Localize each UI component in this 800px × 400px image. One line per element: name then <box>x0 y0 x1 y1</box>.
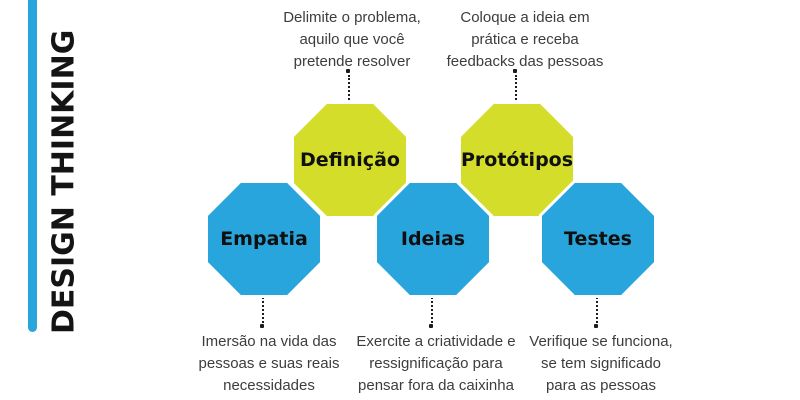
note-line: feedbacks das pessoas <box>446 53 604 70</box>
note-line: pessoas e suas reais <box>198 355 340 372</box>
connector-end-dot <box>346 69 350 73</box>
connector-definicao <box>348 75 350 103</box>
stage-label: Testes <box>564 228 632 250</box>
note-line: necessidades <box>223 377 315 394</box>
note-line: se tem significado <box>540 355 662 372</box>
note-line: pretende resolver <box>293 53 411 70</box>
connector-end-dot <box>260 324 264 328</box>
note-line: prática e receba <box>471 31 579 48</box>
note-line: Imersão na vida das <box>201 333 337 350</box>
stage-octagon-ideias: Ideias <box>374 180 492 298</box>
note-empatia: Imersão na vida das pessoas e suas reais… <box>174 331 364 397</box>
note-line: Verifique se funciona, <box>529 333 673 350</box>
connector-prototipos <box>515 75 517 103</box>
stage-label: Protótipos <box>460 149 574 171</box>
note-line: Delimite o problema, <box>283 9 421 26</box>
note-line: Exercite a criatividade e <box>356 333 516 350</box>
note-line: Coloque a ideia em <box>460 9 590 26</box>
octagon-shape: Empatia <box>208 183 320 295</box>
connector-ideias <box>431 297 433 323</box>
connector-empatia <box>262 297 264 323</box>
stage-label: Ideias <box>400 228 466 250</box>
octagon-shape: Protótipos <box>461 104 573 216</box>
connector-end-dot <box>594 324 598 328</box>
octagon-shape: Definição <box>294 104 406 216</box>
accent-bar <box>28 0 37 332</box>
note-testes: Verifique se funciona, se tem significad… <box>506 331 696 397</box>
stage-octagon-testes: Testes <box>539 180 657 298</box>
note-line: ressignificação para <box>369 355 503 372</box>
note-line: para as pessoas <box>545 377 657 394</box>
note-ideias: Exercite a criatividade e ressignificaçã… <box>341 331 531 397</box>
page-title: DESIGN THINKING <box>46 29 82 334</box>
stage-octagon-definicao: Definição <box>291 101 409 219</box>
note-line: pensar fora da caixinha <box>358 377 514 394</box>
stage-label: Definição <box>300 149 400 171</box>
note-definicao: Delimite o problema, aquilo que você pre… <box>257 7 447 73</box>
connector-end-dot <box>429 324 433 328</box>
stage-octagon-empatia: Empatia <box>205 180 323 298</box>
octagon-shape: Ideias <box>377 183 489 295</box>
note-prototipos: Coloque a ideia em prática e receba feed… <box>430 7 620 73</box>
note-line: aquilo que você <box>299 31 405 48</box>
octagon-shape: Testes <box>542 183 654 295</box>
connector-end-dot <box>513 69 517 73</box>
stage-label: Empatia <box>220 228 308 250</box>
connector-testes <box>596 297 598 323</box>
